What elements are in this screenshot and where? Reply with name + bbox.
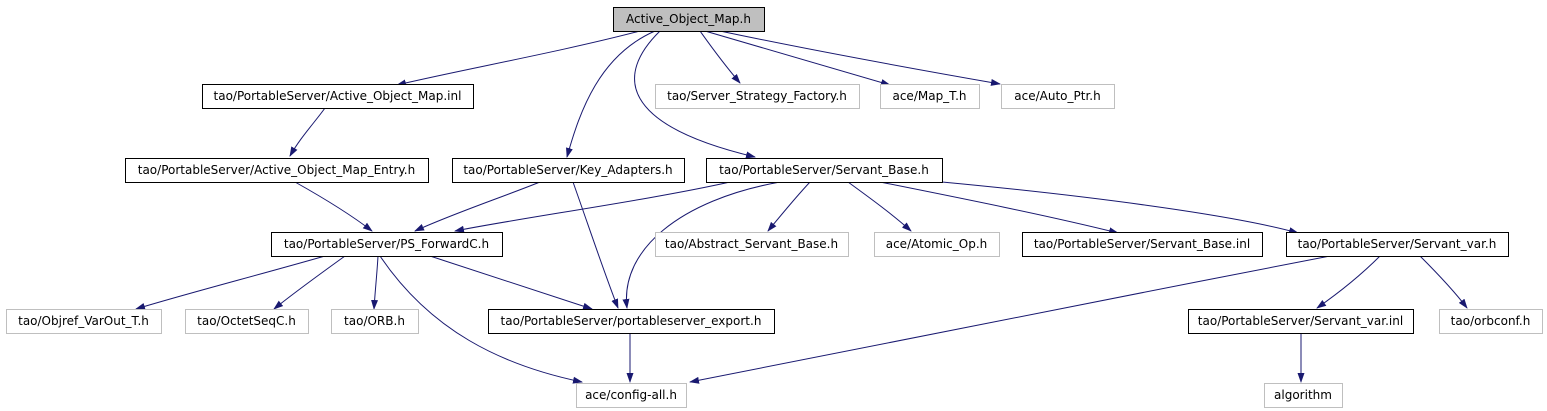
dependency-edge xyxy=(634,30,756,159)
node-box xyxy=(452,158,685,183)
node-label: tao/PortableServer/portableserver_export… xyxy=(501,314,762,328)
node-label: tao/PortableServer/Servant_Base.h xyxy=(719,163,929,177)
graph-node: ace/Atomic_Op.h xyxy=(874,232,1000,257)
node-label: tao/orbconf.h xyxy=(1451,314,1531,328)
dependency-edge xyxy=(689,255,1331,384)
node-label: tao/PortableServer/PS_ForwardC.h xyxy=(284,237,489,251)
node-label: tao/PortableServer/Active_Object_Map_Ent… xyxy=(138,163,415,177)
node-label: ace/Map_T.h xyxy=(892,89,966,103)
node-box xyxy=(488,309,775,334)
dependency-edge xyxy=(704,30,891,86)
dependency-edge xyxy=(429,255,593,310)
dependency-edge xyxy=(135,255,326,310)
dependency-edge xyxy=(289,107,326,157)
node-box xyxy=(1439,309,1543,334)
node-box xyxy=(613,7,765,32)
node-label: tao/PortableServer/Key_Adapters.h xyxy=(463,163,672,177)
dependency-edge xyxy=(414,181,541,232)
node-box xyxy=(655,232,849,257)
graph-node: ace/Map_T.h xyxy=(880,84,980,109)
node-box xyxy=(1264,383,1343,408)
node-box xyxy=(706,158,943,183)
dependency-edge xyxy=(371,255,379,310)
dependency-edge xyxy=(699,30,741,84)
graph-node[interactable]: tao/PortableServer/PS_ForwardC.h xyxy=(271,232,503,257)
node-box xyxy=(202,84,474,109)
node-box xyxy=(1286,232,1509,257)
node-label: algorithm xyxy=(1274,388,1332,402)
dependency-edge xyxy=(622,181,781,309)
graph-node: tao/Objref_VarOut_T.h xyxy=(6,309,162,334)
dependency-edge xyxy=(1316,255,1381,309)
node-box xyxy=(6,309,162,334)
node-label: tao/PortableServer/Servant_var.inl xyxy=(1198,314,1403,328)
node-box xyxy=(185,309,309,334)
node-label: ace/config-all.h xyxy=(585,388,677,402)
graph-node[interactable]: tao/PortableServer/Active_Object_Map.inl xyxy=(202,84,474,109)
node-box xyxy=(655,84,860,109)
graph-node: tao/orbconf.h xyxy=(1439,309,1543,334)
node-label: tao/Abstract_Servant_Base.h xyxy=(665,237,838,251)
graph-node: tao/Abstract_Servant_Base.h xyxy=(655,232,849,257)
graph-node: algorithm xyxy=(1264,383,1343,408)
graph-node[interactable]: tao/PortableServer/Servant_var.h xyxy=(1286,232,1509,257)
node-box xyxy=(1022,232,1263,257)
dependency-edge xyxy=(847,181,912,232)
dependency-edge xyxy=(572,181,619,309)
dependency-edge xyxy=(379,255,583,384)
node-box xyxy=(1001,84,1115,109)
dependency-edge xyxy=(941,181,1299,234)
edges-layer xyxy=(135,30,1468,384)
graph-node: tao/OctetSeqC.h xyxy=(185,309,309,334)
graph-root-node[interactable]: Active_Object_Map.h xyxy=(613,7,765,32)
node-box xyxy=(874,232,1000,257)
node-box xyxy=(576,383,687,408)
node-label: tao/PortableServer/Active_Object_Map.inl xyxy=(214,89,462,103)
node-label: Active_Object_Map.h xyxy=(626,12,751,26)
node-label: tao/Objref_VarOut_T.h xyxy=(18,314,149,328)
graph-node: ace/Auto_Ptr.h xyxy=(1001,84,1115,109)
graph-node: tao/ORB.h xyxy=(331,309,419,334)
node-label: tao/Server_Strategy_Factory.h xyxy=(667,89,847,103)
dependency-edge xyxy=(767,181,811,232)
graph-node[interactable]: tao/PortableServer/Servant_var.inl xyxy=(1188,309,1414,334)
node-box xyxy=(125,158,429,183)
graph-node[interactable]: tao/PortableServer/Active_Object_Map_Ent… xyxy=(125,158,429,183)
dependency-edge xyxy=(566,30,656,158)
graph-node[interactable]: tao/PortableServer/Servant_Base.h xyxy=(706,158,943,183)
node-box xyxy=(880,84,980,109)
node-box xyxy=(271,232,503,257)
graph-node: ace/config-all.h xyxy=(576,383,687,408)
node-label: tao/ORB.h xyxy=(344,314,405,328)
node-label: ace/Auto_Ptr.h xyxy=(1014,89,1100,103)
node-label: ace/Atomic_Op.h xyxy=(886,237,988,251)
graph-node[interactable]: tao/PortableServer/portableserver_export… xyxy=(488,309,775,334)
dependency-edge xyxy=(879,181,1119,235)
node-label: tao/PortableServer/Servant_Base.inl xyxy=(1034,237,1250,251)
dependency-edge xyxy=(273,255,346,310)
graph-node[interactable]: tao/PortableServer/Key_Adapters.h xyxy=(452,158,685,183)
node-box xyxy=(331,309,419,334)
node-label: tao/PortableServer/Servant_var.h xyxy=(1298,237,1497,251)
graph-node[interactable]: tao/PortableServer/Servant_Base.inl xyxy=(1022,232,1263,257)
node-label: tao/OctetSeqC.h xyxy=(197,314,296,328)
dependency-edge xyxy=(719,30,1001,86)
dependency-edge xyxy=(294,181,373,232)
node-box xyxy=(1188,309,1414,334)
dependency-edge xyxy=(454,181,731,233)
graph-node: tao/Server_Strategy_Factory.h xyxy=(655,84,860,109)
dependency-edge xyxy=(1419,255,1468,309)
nodes-layer: Active_Object_Map.h tao/PortableServer/Ac… xyxy=(6,7,1543,408)
dependency-edge xyxy=(396,30,641,87)
